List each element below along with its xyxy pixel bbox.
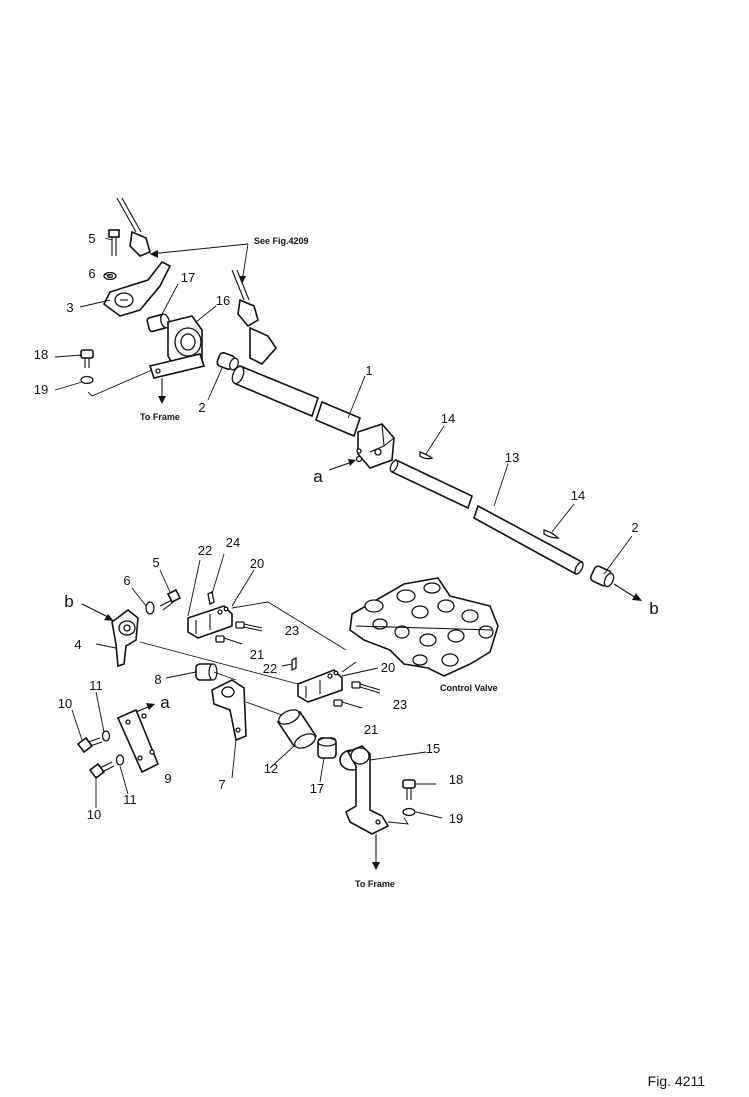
- callout: 13: [505, 450, 519, 465]
- washer-11-lower: [115, 754, 125, 766]
- callout: 24: [226, 535, 240, 550]
- callout: 15: [426, 741, 440, 756]
- pin-22-lower: [291, 656, 297, 672]
- callout: 5: [152, 555, 159, 570]
- bolt-18-upper: [80, 349, 94, 368]
- pin-22-upper: [207, 591, 215, 605]
- ref-a-upper: a: [313, 467, 323, 486]
- ref-a-lower: a: [160, 693, 170, 712]
- callout: 23: [285, 623, 299, 638]
- collar-right: [589, 565, 615, 588]
- callout: 18: [449, 772, 463, 787]
- callout: 20: [250, 556, 264, 571]
- callout: 6: [123, 573, 130, 588]
- callout-numbers: 5 6 3 17 16 18 19 2 1 14 13 14 2 22 24 2…: [34, 231, 639, 826]
- washer-19-upper: [80, 375, 94, 385]
- control-rod-upper: [116, 197, 151, 257]
- to-frame-note-lower: To Frame: [355, 879, 395, 889]
- bolt-21-upper: [215, 635, 243, 645]
- bolt-21-lower: [333, 699, 363, 709]
- yoke-upper: [187, 605, 233, 639]
- callout: 9: [164, 771, 171, 786]
- pin-lower: [543, 529, 560, 539]
- callout: 12: [264, 761, 278, 776]
- callout: 10: [58, 696, 72, 711]
- leader-lines: [54, 237, 633, 819]
- callout: 16: [216, 293, 230, 308]
- yoke-lower: [297, 669, 343, 703]
- callout: 5: [88, 231, 95, 246]
- lower-lever: [111, 608, 139, 668]
- callout: 14: [441, 411, 455, 426]
- bolt-10-upper: [76, 736, 103, 754]
- callout: 2: [198, 400, 205, 415]
- washer-19-lower: [402, 807, 416, 817]
- callout: 7: [218, 777, 225, 792]
- callout: 14: [571, 488, 585, 503]
- callout: 11: [123, 792, 137, 807]
- callout: 22: [198, 543, 212, 558]
- callout: 4: [74, 637, 81, 652]
- to-frame-note-upper: To Frame: [140, 412, 180, 422]
- callout: 17: [181, 270, 195, 285]
- callout: 19: [449, 811, 463, 826]
- callout: 23: [393, 697, 407, 712]
- bushing-lower: [317, 737, 337, 759]
- bushing-upper: [146, 313, 170, 333]
- callout: 1: [365, 363, 372, 378]
- notes: See Fig.4209 To Frame To Frame Control V…: [140, 236, 498, 889]
- control-valve-label: Control Valve: [440, 683, 498, 693]
- callout: 22: [263, 661, 277, 676]
- bracket-upper: [148, 315, 206, 379]
- callout: 11: [89, 678, 103, 693]
- bolt-upper: [108, 229, 120, 256]
- bolt-23-upper: [235, 621, 263, 632]
- callout: 20: [381, 660, 395, 675]
- callout: 8: [154, 672, 161, 687]
- bolt-18-lower: [402, 779, 416, 800]
- bolt-23-lower: [351, 681, 381, 694]
- bolt-lower: [159, 588, 182, 611]
- callout: 21: [250, 647, 264, 662]
- ref-b-left: b: [64, 592, 73, 611]
- washer-11-upper: [101, 730, 111, 742]
- lever: [102, 260, 172, 317]
- see-fig-note: See Fig.4209: [254, 236, 309, 246]
- control-valve: [349, 577, 499, 677]
- plate: [116, 708, 160, 774]
- bushing-12: [276, 709, 318, 749]
- callout: 10: [87, 807, 101, 822]
- collar-8: [195, 663, 218, 681]
- collar-upper: [216, 352, 239, 371]
- main-shaft: [231, 364, 395, 469]
- callout: 6: [88, 266, 95, 281]
- rod: [389, 458, 584, 576]
- arm: [211, 679, 247, 742]
- bolt-10-lower: [88, 761, 115, 780]
- figure-label: Fig. 4211: [648, 1073, 706, 1089]
- callout: 18: [34, 347, 48, 362]
- pin-upper: [419, 451, 434, 460]
- reference-letters: a a b b: [64, 467, 658, 712]
- bracket-lower: [339, 745, 390, 835]
- callout: 17: [310, 781, 324, 796]
- ref-b-right: b: [649, 599, 658, 618]
- callout: 2: [631, 520, 638, 535]
- callout: 3: [66, 300, 73, 315]
- control-rod-lower: [231, 269, 278, 365]
- callout: 21: [364, 722, 378, 737]
- washer-lower: [145, 601, 155, 615]
- callout: 19: [34, 382, 48, 397]
